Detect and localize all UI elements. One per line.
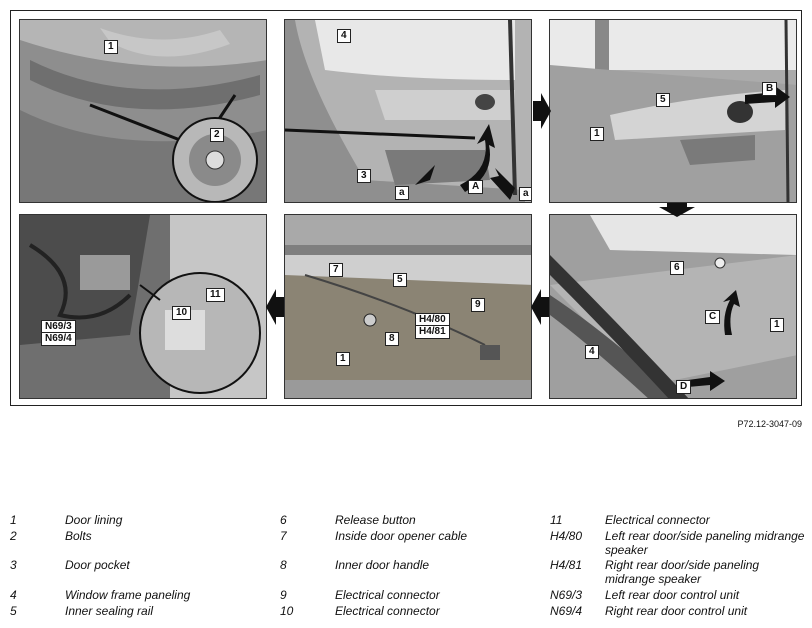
legend-text: Electrical connector [605, 513, 710, 527]
panel-6-illustration [20, 215, 266, 398]
callout-a-left: a [395, 186, 409, 200]
callout-5: 5 [393, 273, 407, 287]
legend-number: 8 [280, 558, 287, 572]
legend-text: Release button [335, 513, 416, 527]
callout-3: 3 [357, 169, 371, 183]
legend-item: N69/3 Left rear door control unit [550, 588, 805, 602]
callout-1: 1 [336, 352, 350, 366]
callout-4: 4 [585, 345, 599, 359]
callout-7: 7 [329, 263, 343, 277]
panel-door-pocket: 1 2 [19, 19, 267, 203]
panel-4-illustration [550, 215, 796, 398]
callout-A: A [468, 180, 484, 194]
callout-a-right: a [519, 187, 531, 201]
legend-item: 10 Electrical connector [280, 604, 535, 618]
legend-number: 6 [280, 513, 287, 527]
callout-11: 11 [206, 288, 225, 302]
panel-door-lining-removed: 7 5 9 8 H4/80 H4/81 1 [284, 214, 532, 399]
legend-number: 9 [280, 588, 287, 602]
legend-number: H4/81 [550, 558, 583, 572]
legend-text: Electrical connector [335, 604, 440, 618]
figure-frame: 1 2 4 3 a A a [10, 10, 802, 406]
callout-6: 6 [670, 261, 684, 275]
legend-item: 9 Electrical connector [280, 588, 535, 602]
legend-item: 3 Door pocket [10, 558, 265, 572]
legend-number: 7 [280, 529, 287, 543]
legend-text: Left rear door/side paneling midrange sp… [605, 529, 805, 557]
callout-D: D [676, 380, 692, 394]
legend-number: N69/4 [550, 604, 583, 618]
legend-number: 4 [10, 588, 17, 602]
legend-item: 8 Inner door handle [280, 558, 535, 572]
panel-3-illustration [550, 20, 796, 202]
legend-item: 5 Inner sealing rail [10, 604, 265, 618]
legend-number: N69/3 [550, 588, 583, 602]
panel-door-overview: 4 3 a A a [284, 19, 532, 203]
legend-text: Electrical connector [335, 588, 440, 602]
callout-10: 10 [172, 306, 192, 320]
legend-item: H4/81 Right rear door/side paneling midr… [550, 558, 805, 586]
panel-2-illustration [285, 20, 531, 202]
legend-number: 1 [10, 513, 17, 527]
legend-number: 2 [10, 529, 17, 543]
legend-text: Inside door opener cable [335, 529, 468, 543]
figure-reference-code: P72.12-3047-09 [737, 419, 802, 429]
legend-text: Bolts [65, 529, 92, 543]
arrow-down-icon [659, 203, 695, 217]
panel-sealing-rail: 5 1 B [549, 19, 797, 203]
callout-4: 4 [337, 29, 351, 43]
legend-number: 3 [10, 558, 17, 572]
panel-release-button: 6 C 1 4 D [549, 214, 797, 399]
callout-9: 9 [471, 298, 485, 312]
arrow-left-icon [266, 289, 284, 325]
legend-item: 1 Door lining [10, 513, 265, 527]
legend-number: 5 [10, 604, 17, 618]
legend-text: Window frame paneling [65, 588, 191, 602]
legend-text: Door pocket [65, 558, 130, 572]
legend-number: 11 [550, 513, 563, 527]
legend-text: Right rear door/side paneling midrange s… [605, 558, 760, 586]
legend-text: Inner sealing rail [65, 604, 154, 618]
callout-C: C [705, 310, 721, 324]
arrow-left-icon [531, 289, 549, 325]
legend-text: Inner door handle [335, 558, 430, 572]
callout-1: 1 [104, 40, 118, 54]
legend-item: N69/4 Right rear door control unit [550, 604, 805, 618]
panel-control-unit: 11 10 N69/3 N69/4 [19, 214, 267, 399]
legend-text: Left rear door control unit [605, 588, 740, 602]
callout-5: 5 [656, 93, 670, 107]
legend-item: 11 Electrical connector [550, 513, 805, 527]
legend-item: 7 Inside door opener cable [280, 529, 535, 543]
legend-text: Right rear door control unit [605, 604, 748, 618]
legend-number: 10 [280, 604, 294, 618]
callout-1: 1 [590, 127, 604, 141]
callout-8: 8 [385, 332, 399, 346]
callout-2: 2 [210, 128, 224, 142]
callout-B: B [762, 82, 778, 96]
callout-N69-4: N69/4 [41, 332, 76, 346]
panel-5-illustration [285, 215, 531, 398]
legend-item: 6 Release button [280, 513, 535, 527]
callout-1: 1 [770, 318, 784, 332]
arrow-right-icon [533, 93, 551, 129]
legend-number: H4/80 [550, 529, 583, 543]
legend-item: 4 Window frame paneling [10, 588, 265, 602]
legend-text: Door lining [65, 513, 123, 527]
panel-1-illustration [20, 20, 266, 202]
legend-item: H4/80 Left rear door/side paneling midra… [550, 529, 805, 557]
callout-H4-81: H4/81 [415, 325, 450, 339]
legend-item: 2 Bolts [10, 529, 265, 543]
